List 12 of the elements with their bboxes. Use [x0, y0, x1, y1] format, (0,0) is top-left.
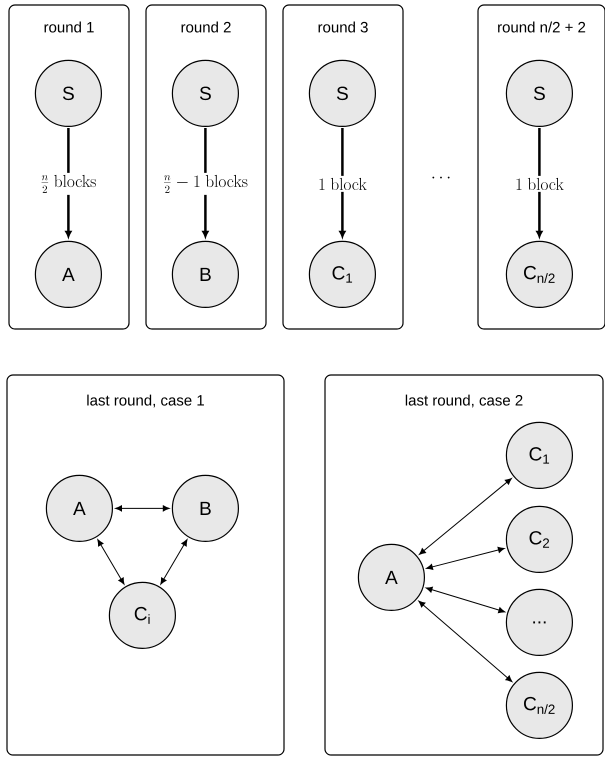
arrow: [426, 586, 506, 614]
edge-label: $1\ \mathrm{block}$: [513, 176, 566, 192]
arrow: [418, 600, 512, 682]
arrow: [418, 478, 512, 555]
edge-label: $\frac{n}{2}-1\ \mathrm{blocks}$: [160, 172, 250, 195]
arrow: [426, 546, 505, 570]
edge-label: $\frac{n}{2}\ \mathrm{blocks}$: [38, 172, 98, 195]
arrow: [160, 539, 188, 585]
edge-label: $1\ \mathrm{block}$: [316, 176, 369, 192]
arrow: [115, 505, 170, 512]
ellipsis: $\cdots$: [432, 176, 450, 178]
arrow: [97, 539, 124, 585]
